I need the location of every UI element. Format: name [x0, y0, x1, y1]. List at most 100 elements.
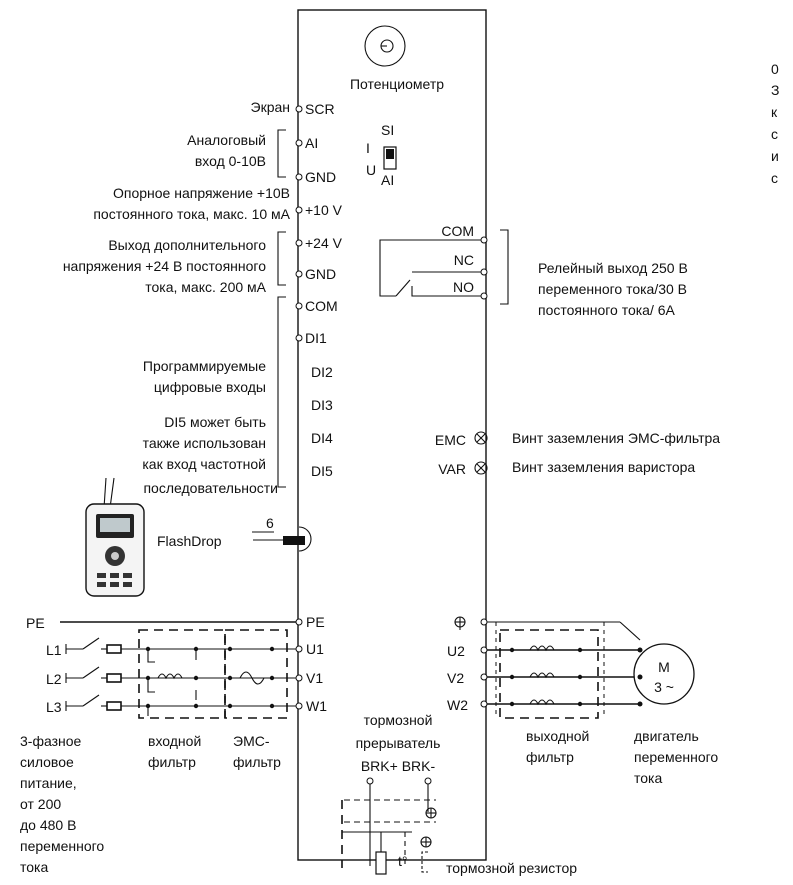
power-desc-1: 3-фазное — [20, 733, 82, 749]
power-desc-2: силовое — [20, 754, 74, 770]
terminal-di1: DI1 — [305, 330, 327, 346]
terminal-u1: U1 — [306, 641, 324, 657]
brake-chopper-terminals: BRK+ BRK- — [361, 758, 436, 774]
terminal-pe: PE — [306, 614, 325, 630]
relay-desc-1: Релейный выход 250 В — [538, 260, 688, 276]
motor-desc-2: переменного — [634, 749, 718, 765]
power-pe-label: PE — [26, 615, 45, 631]
input-filter-desc-1: входной — [148, 733, 201, 749]
right-fragment-1: 0 — [771, 61, 779, 77]
varistor-screw-icon — [474, 461, 488, 475]
emc-filter-desc-2: фильтр — [233, 754, 281, 770]
relay-nc: NC — [454, 252, 474, 268]
brake-chopper-desc-2: прерыватель — [356, 735, 441, 751]
power-l2-label: L2 — [46, 671, 62, 687]
terminal-v1: V1 — [306, 670, 323, 686]
switch-i-label: I — [366, 140, 370, 156]
aux-output-label-3: тока, макс. 200 мА — [145, 279, 266, 295]
input-filter-desc-2: фильтр — [148, 754, 196, 770]
brake-resistor-temp: t° — [398, 853, 408, 869]
relay-no: NO — [453, 279, 474, 295]
screen-label: Экран — [251, 99, 291, 115]
left-brackets — [277, 129, 286, 488]
terminal-gnd-2: GND — [305, 266, 336, 282]
motor-phase: 3 ~ — [654, 679, 674, 695]
motor-symbol: M — [658, 659, 670, 675]
motor-icon — [633, 643, 695, 707]
right-fragment-4: с — [771, 126, 778, 142]
programmable-inputs-label-1: Программируемые — [143, 358, 266, 374]
potentiometer-label: Потенциометр — [350, 76, 444, 92]
di5-note-1: DI5 может быть — [164, 414, 266, 430]
output-filter-desc-1: выходной — [526, 728, 589, 744]
right-fragment-2: З — [771, 82, 779, 98]
power-terminals — [295, 618, 303, 710]
switch-u-label: U — [366, 162, 376, 178]
ground-symbol-icon — [454, 616, 466, 630]
motor-desc-1: двигатель — [634, 728, 699, 744]
flashdrop-label: FlashDrop — [157, 533, 222, 549]
power-desc-6: переменного — [20, 838, 104, 854]
reference-voltage-label-2: постоянного тока, макс. 10 мА — [93, 206, 290, 222]
relay-com: COM — [441, 223, 474, 239]
right-fragment-3: к — [771, 104, 778, 120]
power-desc-3: питание, — [20, 775, 77, 791]
potentiometer — [364, 25, 406, 67]
di5-note-2: также использован — [143, 435, 266, 451]
power-input-lines — [60, 621, 298, 711]
power-l1-label: L1 — [46, 642, 62, 658]
terminal-plus24: +24 V — [305, 235, 343, 251]
terminal-scr: SCR — [305, 101, 335, 117]
power-l3-label: L3 — [46, 699, 62, 715]
relay-desc-3: постоянного тока/ 6А — [538, 302, 676, 318]
input-filter — [138, 629, 226, 719]
terminal-w1: W1 — [306, 698, 327, 714]
brake-resistor-circuit — [341, 777, 437, 875]
power-desc-5: до 480 В — [20, 817, 76, 833]
input-type-switch — [383, 146, 397, 170]
terminal-u2: U2 — [447, 643, 465, 659]
brake-resistor-label: тормозной резистор — [446, 860, 577, 876]
emc-filter — [224, 629, 288, 719]
relay-desc-2: переменного тока/30 В — [538, 281, 687, 297]
di5-note-4: последовательности — [143, 480, 278, 496]
emc-screw-desc: Винт заземления ЭМС-фильтра — [512, 430, 720, 446]
motor-desc-3: тока — [634, 770, 662, 786]
emc-label: EMC — [435, 432, 466, 448]
varistor-screw-desc: Винт заземления варистора — [512, 459, 695, 475]
right-fragment-6: с — [771, 170, 778, 186]
flashdrop-pin-count: 6 — [266, 515, 274, 531]
brake-chopper-desc-1: тормозной — [364, 712, 433, 728]
power-desc-7: тока — [20, 859, 48, 875]
terminal-w2: W2 — [447, 697, 468, 713]
output-filter — [495, 622, 605, 719]
terminal-plus10: +10 V — [305, 202, 343, 218]
power-desc-4: от 200 — [20, 796, 61, 812]
emc-filter-desc-1: ЭМС- — [233, 733, 270, 749]
di5-note-3: как вход частотной — [142, 456, 266, 472]
control-terminals — [295, 105, 303, 342]
terminal-di5: DI5 — [311, 463, 333, 479]
aux-output-label-1: Выход дополнительного — [108, 237, 266, 253]
switch-ai-label: AI — [381, 172, 394, 188]
emc-screw-icon — [474, 431, 488, 445]
flashdrop-connector — [252, 526, 312, 552]
flashdrop-device-icon — [85, 477, 145, 597]
output-lines — [487, 621, 641, 705]
terminal-v2: V2 — [447, 670, 464, 686]
terminal-ai: AI — [305, 135, 318, 151]
reference-voltage-label-1: Опорное напряжение +10В — [113, 185, 290, 201]
relay-contacts — [379, 229, 509, 305]
var-label: VAR — [438, 461, 466, 477]
analog-input-label-1: Аналоговый — [187, 132, 266, 148]
analog-input-label-2: вход 0-10В — [195, 153, 266, 169]
programmable-inputs-label-2: цифровые входы — [154, 379, 266, 395]
terminal-di3: DI3 — [311, 397, 333, 413]
terminal-di2: DI2 — [311, 364, 333, 380]
right-fragment-5: и — [771, 148, 779, 164]
output-filter-desc-2: фильтр — [526, 749, 574, 765]
output-terminals — [480, 618, 488, 708]
terminal-di4: DI4 — [311, 430, 333, 446]
aux-output-label-2: напряжения +24 В постоянного — [63, 258, 266, 274]
